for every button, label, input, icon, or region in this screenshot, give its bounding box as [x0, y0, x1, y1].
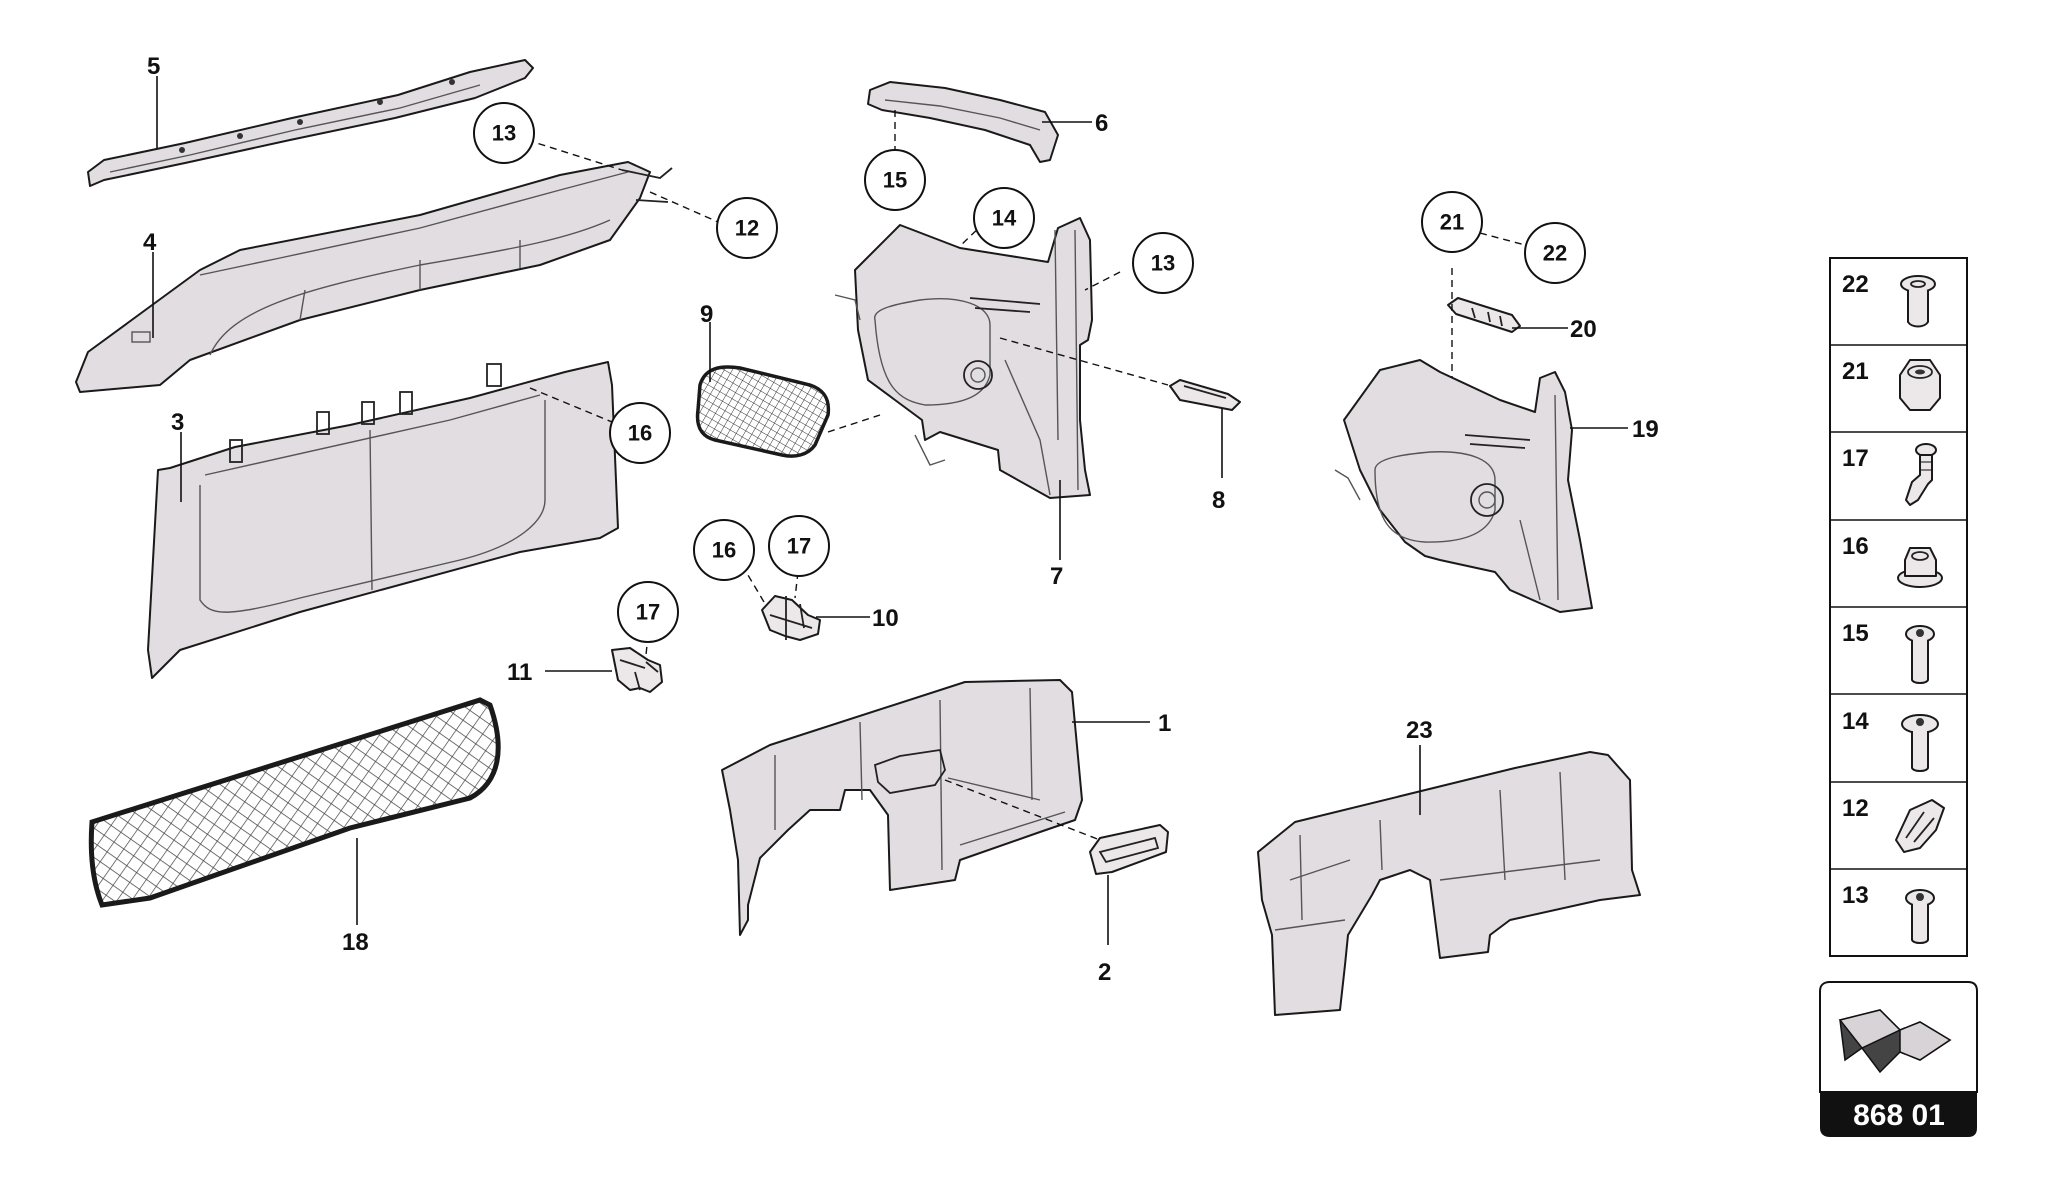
circled-callout-17-bracket[interactable]: 17 [617, 581, 679, 643]
svg-text:17: 17 [1842, 445, 1869, 472]
circled-callout-13-shelf[interactable]: 13 [473, 102, 535, 164]
page-code: 868 01 [1853, 1099, 1945, 1132]
callout-3[interactable]: 3 [171, 409, 184, 436]
part-7-left-quarter-trim[interactable] [834, 217, 1093, 499]
callout-8[interactable]: 8 [1212, 487, 1225, 514]
washer-screw-icon [1901, 714, 1939, 772]
svg-text:15: 15 [1842, 620, 1869, 647]
stud-pin-icon [1905, 443, 1937, 506]
circled-callout-15[interactable]: 15 [864, 149, 926, 211]
circled-callout-21[interactable]: 21 [1421, 191, 1483, 253]
part-3-rear-bulkhead-panel[interactable] [147, 361, 619, 679]
part-2-trim-handle[interactable] [1089, 824, 1169, 875]
part-1-rear-lower-trim[interactable] [721, 679, 1083, 936]
svg-text:12: 12 [1842, 795, 1869, 822]
part-19-right-quarter-trim[interactable] [1334, 359, 1593, 613]
callout-6[interactable]: 6 [1095, 110, 1108, 137]
svg-text:22: 22 [1543, 241, 1567, 266]
circled-callout-14[interactable]: 14 [973, 187, 1035, 249]
flange-nut-icon [1897, 547, 1943, 588]
svg-text:14: 14 [992, 206, 1017, 231]
part-9-speaker-grille[interactable] [695, 365, 831, 458]
svg-text:16: 16 [1842, 533, 1869, 560]
callout-20[interactable]: 20 [1570, 316, 1597, 343]
flanged-bolt-icon [1900, 275, 1936, 328]
part-20-mounting-plate[interactable] [1447, 297, 1521, 333]
svg-text:12: 12 [735, 216, 759, 241]
svg-text:21: 21 [1440, 210, 1464, 235]
svg-text:21: 21 [1842, 358, 1869, 385]
callout-4[interactable]: 4 [143, 229, 157, 256]
callout-10[interactable]: 10 [872, 605, 899, 632]
part-4-parcel-shelf-trim[interactable] [75, 161, 673, 393]
circled-callout-13-side[interactable]: 13 [1132, 232, 1194, 294]
svg-text:13: 13 [1842, 882, 1869, 909]
part-23-rear-lower-trim-alt[interactable] [1257, 751, 1641, 1016]
page-reference-badge[interactable]: 868 01 [1819, 981, 1978, 1137]
torx-screw-icon [1905, 625, 1935, 684]
svg-text:13: 13 [492, 121, 516, 146]
legend-row-17[interactable]: 17 [1842, 443, 1937, 506]
svg-text:17: 17 [787, 534, 811, 559]
part-11-bracket[interactable] [611, 647, 663, 693]
svg-text:22: 22 [1842, 271, 1869, 298]
part-8-trim-clip[interactable] [1169, 379, 1241, 411]
svg-text:13: 13 [1151, 251, 1175, 276]
callout-1[interactable]: 1 [1158, 710, 1171, 737]
svg-text:15: 15 [883, 168, 907, 193]
circled-callout-16-panel[interactable]: 16 [609, 402, 671, 464]
svg-text:17: 17 [636, 600, 660, 625]
legend-row-22[interactable]: 22 [1842, 271, 1936, 328]
callout-2[interactable]: 2 [1098, 959, 1111, 986]
callout-7[interactable]: 7 [1050, 563, 1063, 590]
callout-19[interactable]: 19 [1632, 416, 1659, 443]
callout-9[interactable]: 9 [700, 301, 713, 328]
legend-row-21[interactable]: 21 [1842, 358, 1941, 411]
circled-callout-22[interactable]: 22 [1524, 222, 1586, 284]
legend-row-13[interactable]: 13 [1842, 882, 1935, 944]
callout-23[interactable]: 23 [1406, 717, 1433, 744]
part-10-clip-bracket[interactable] [761, 595, 821, 641]
pan-head-screw-icon [1905, 889, 1935, 944]
circled-callout-16-clip[interactable]: 16 [693, 519, 755, 581]
part-6-pillar-cover[interactable] [867, 81, 1059, 163]
lock-nut-icon [1899, 359, 1941, 411]
callout-11[interactable]: 11 [507, 659, 532, 686]
legend-row-12[interactable]: 12 [1842, 795, 1945, 853]
legend-row-14[interactable]: 14 [1842, 708, 1939, 772]
legend-row-16[interactable]: 16 [1842, 533, 1943, 588]
svg-text:16: 16 [712, 538, 736, 563]
callout-5[interactable]: 5 [147, 53, 160, 80]
part-5-upper-trim-strip[interactable] [87, 59, 534, 187]
circled-callout-12[interactable]: 12 [716, 197, 778, 259]
callout-18[interactable]: 18 [342, 929, 369, 956]
part-18-cargo-net[interactable] [88, 697, 501, 908]
svg-text:16: 16 [628, 421, 652, 446]
legend-row-15[interactable]: 15 [1842, 620, 1935, 684]
direction-arrow-icon [1838, 1009, 1952, 1074]
svg-text:14: 14 [1842, 708, 1869, 735]
circled-callout-17-clip[interactable]: 17 [768, 515, 830, 577]
spring-clip-icon [1895, 799, 1945, 853]
